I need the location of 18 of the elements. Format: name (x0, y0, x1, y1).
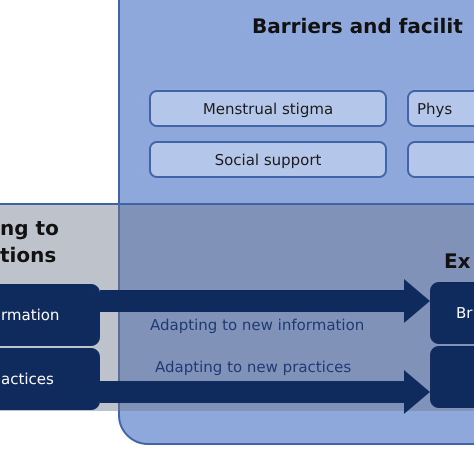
stage-box (0, 284, 100, 346)
block-arrow (100, 370, 430, 414)
block-arrow (100, 279, 430, 323)
group-heading: ng to tions (0, 215, 60, 269)
group-band (0, 203, 474, 411)
edge-label: Adapting to new information (150, 316, 364, 334)
group-heading: Ex (444, 249, 471, 273)
box-text: Menstrual stigma (202, 100, 334, 118)
box-text: Phys (417, 100, 452, 118)
box-text: rmation (1, 306, 60, 324)
factor-box (149, 90, 387, 127)
box-text: Social support (214, 150, 322, 168)
factor-box (149, 141, 387, 178)
edge-label: Adapting to new practices (155, 358, 352, 376)
group-heading: Barriers and facilit (252, 14, 463, 38)
stage-box (0, 348, 100, 410)
box-text: actices (1, 370, 54, 388)
box-text: Br (456, 304, 472, 322)
